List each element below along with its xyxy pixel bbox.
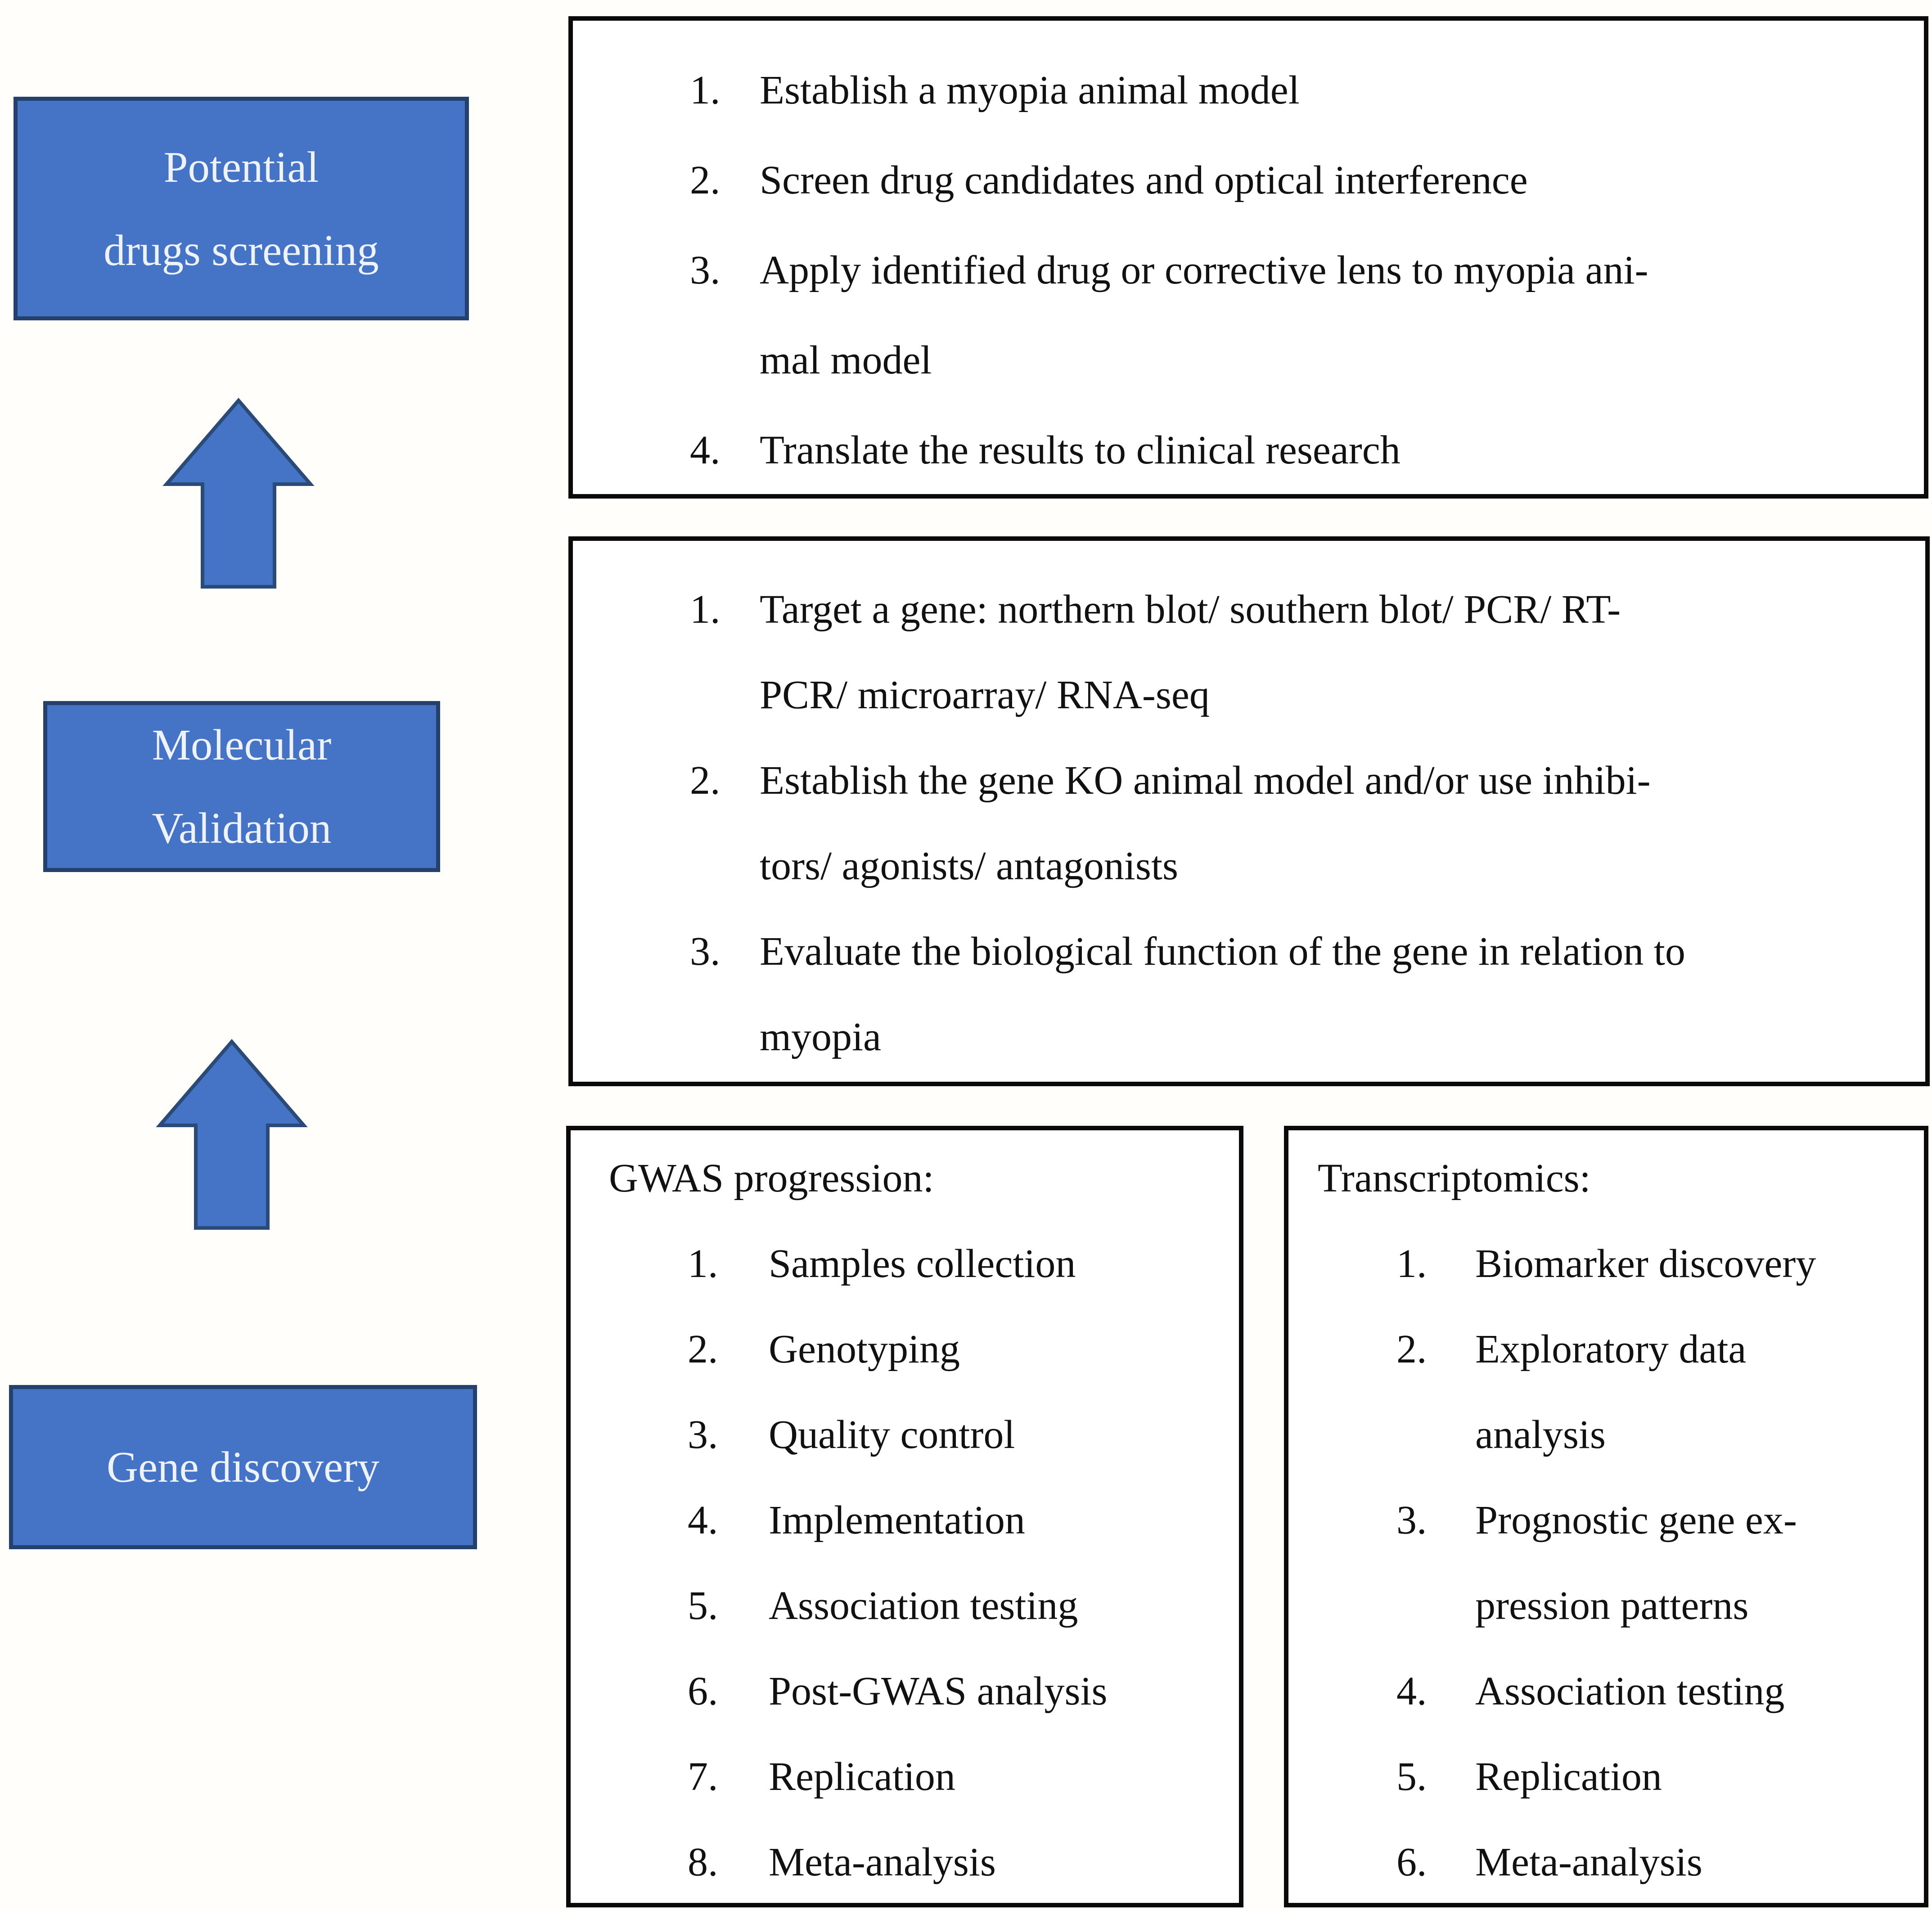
list-item-text: Post-GWAS analysis [769,1669,1108,1713]
list-item-number: 2. [688,1327,718,1371]
list-item-number: 2. [690,158,721,202]
list-item-text: analysis [1475,1412,1606,1457]
transcriptomics-box: Transcriptomics: 1. Biomarker discovery 2.… [1284,1126,1928,1907]
list-item-line: 3. Quality control [571,1392,1239,1478]
list-item-line: mal model [573,315,1924,405]
list-item-line: 8. Meta-analysis [571,1820,1239,1903]
stage-gene-discovery: Gene discovery [9,1385,477,1549]
list-item-text: Quality control [769,1412,1015,1457]
list-item-number: 8. [688,1840,718,1884]
list-item-number: 3. [1396,1498,1427,1542]
drug-screening-steps-box: 1. Establish a myopia animal model 2. Scree… [568,16,1928,499]
list-item-text: Exploratory data [1475,1327,1747,1371]
list-item-line: 5. Association testing [571,1563,1239,1649]
list-item-line: myopia [573,994,1925,1080]
list-item-text: Evaluate the biological function of the … [760,929,1685,974]
list-item-line: 1. Biomarker discovery [1288,1221,1924,1307]
stage-label: Molecular [152,721,332,769]
list-item-line: 3. Apply identified drug or corrective le… [573,225,1924,315]
list-item-line: 2. Establish the gene KO animal model and… [573,738,1925,823]
list-item-number: 5. [688,1583,718,1628]
list-item-line: 6. Meta-analysis [1288,1820,1924,1903]
list-item-line: 4. Association testing [1288,1649,1924,1734]
list-item-text: Meta-analysis [1475,1840,1702,1884]
list-item-text: pression patterns [1475,1583,1749,1628]
list-item-line: 2. Genotyping [571,1307,1239,1392]
list-item-line: 6. Post-GWAS analysis [571,1649,1239,1734]
stage-label: drugs screening [104,226,379,274]
list-item-line: 4. Translate the results to clinical rese… [573,405,1924,494]
stage-potential-drugs-screening: Potential drugs screening [14,97,469,320]
list-item-text: tors/ agonists/ antagonists [760,844,1178,888]
list-item-number: 1. [1396,1241,1427,1286]
gwas-progression-list: 1. Samples collection 2. Genotyping 3. Qualit… [571,1221,1239,1903]
list-item-line: pression patterns [1288,1563,1924,1649]
list-item-text: Establish the gene KO animal model and/o… [760,758,1651,803]
list-item-line: 4. Implementation [571,1478,1239,1563]
list-item-text: Screen drug candidates and optical inter… [760,158,1528,202]
list-item-number: 4. [688,1498,718,1542]
gwas-progression-header: GWAS progression: [609,1156,934,1201]
list-item-text: Establish a myopia animal model [760,68,1300,112]
list-item-line: 3. Evaluate the biological function of th… [573,909,1925,994]
list-item-number: 1. [688,1241,718,1286]
list-item-text: mal model [760,338,932,382]
list-item-line: 1. Establish a myopia animal model [573,45,1924,135]
list-item-number: 3. [690,248,721,292]
list-item-number [690,315,760,405]
list-item-line: 3. Prognostic gene ex- [1288,1478,1924,1563]
list-item-number [690,652,760,738]
list-item-number: 7. [688,1754,718,1799]
list-item-line: 2. Exploratory data [1288,1307,1924,1392]
list-item-number: 5. [1396,1754,1427,1799]
list-item-text: Target a gene: northern blot/ southern b… [760,587,1621,632]
list-item-text: Prognostic gene ex- [1475,1498,1797,1542]
list-item-line: 7. Replication [571,1734,1239,1820]
list-item-text: Implementation [769,1498,1025,1542]
transcriptomics-list: 1. Biomarker discovery 2. Exploratory data a… [1288,1221,1924,1903]
list-item-text: Replication [1475,1754,1662,1799]
molecular-validation-steps-box: 1. Target a gene: northern blot/ southern… [568,536,1930,1086]
list-item-text: myopia [760,1015,881,1059]
list-item-number: 3. [688,1412,718,1457]
list-item-text: PCR/ microarray/ RNA-seq [760,673,1210,717]
stage-label: Validation [152,804,332,852]
list-item-line: 1. Samples collection [571,1221,1239,1307]
up-arrow-icon [151,1037,313,1234]
list-item-line: 5. Replication [1288,1734,1924,1820]
stage-label: Potential [163,143,319,191]
list-item-number [690,823,760,909]
list-item-number: 4. [1396,1669,1427,1713]
list-item-number: 6. [1396,1840,1427,1884]
list-item-number: 4. [690,428,721,472]
list-item-line: analysis [1288,1392,1924,1478]
list-item-line: 2. Screen drug candidates and optical int… [573,135,1924,225]
list-item-text: Association testing [1475,1669,1785,1713]
list-item-number [1396,1563,1475,1649]
list-item-text: Apply identified drug or corrective lens… [760,248,1648,292]
stage-molecular-validation: Molecular Validation [43,701,440,872]
list-item-number: 1. [690,587,721,632]
list-item-text: Meta-analysis [769,1840,996,1884]
list-item-number [1396,1392,1475,1478]
list-item-text: Biomarker discovery [1475,1241,1816,1286]
list-item-number: 6. [688,1669,718,1713]
list-item-number [690,994,760,1080]
list-item-text: Genotyping [769,1327,960,1371]
list-item-text: Samples collection [769,1241,1076,1286]
list-item-number: 1. [690,68,721,112]
list-item-line: PCR/ microarray/ RNA-seq [573,652,1925,738]
list-item-text: Translate the results to clinical resear… [760,428,1401,472]
list-item-number: 2. [1396,1327,1427,1371]
list-item-text: Replication [769,1754,955,1799]
up-arrow-icon [158,396,320,593]
list-item-number: 2. [690,758,721,803]
list-item-line: tors/ agonists/ antagonists [573,823,1925,909]
list-item-text: Association testing [769,1583,1078,1628]
gwas-progression-box: GWAS progression: 1. Samples collection 2.… [566,1126,1243,1907]
list-item-line: 1. Target a gene: northern blot/ southern… [573,567,1925,652]
list-item-number: 3. [690,929,721,974]
transcriptomics-header: Transcriptomics: [1318,1156,1591,1201]
stage-label: Gene discovery [106,1443,379,1491]
